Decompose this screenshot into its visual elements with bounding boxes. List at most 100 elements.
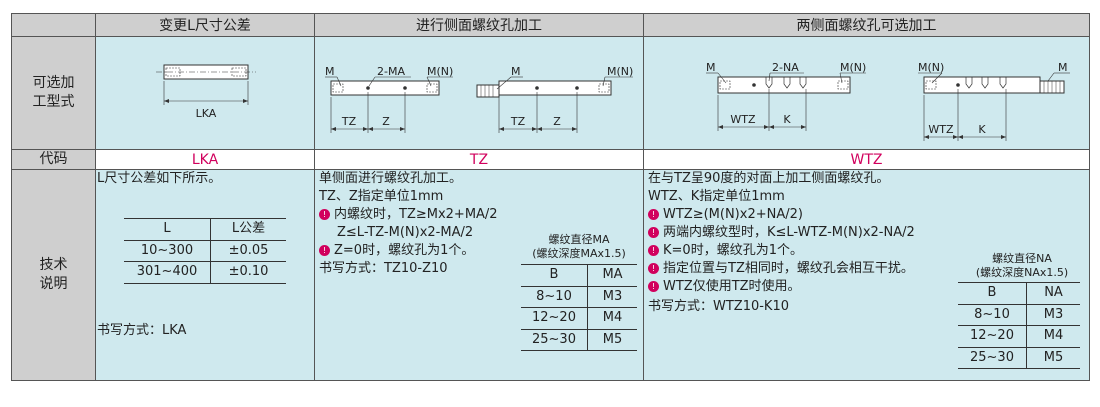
tz-cell: M5 bbox=[587, 329, 637, 351]
wtz-write: 书写方式：WTZ10-K10 bbox=[648, 299, 790, 314]
wtz-line4: ! 两端内螺纹型时，K≤L-WTZ-M(N)x2-NA/2 bbox=[648, 224, 915, 243]
wtz-left-wtz-label: WTZ bbox=[730, 113, 756, 126]
lka-intro: L尺寸公差如下所示。 bbox=[97, 171, 222, 186]
wtz-line1: 在与TZ呈90度的对面上加工侧面螺纹孔。 bbox=[648, 171, 890, 186]
wtz-left-m-label: M bbox=[706, 61, 716, 74]
tz-line1: 单侧面进行螺纹孔加工。 bbox=[319, 171, 463, 186]
tz-right-z-label: Z bbox=[553, 115, 561, 128]
wtz-right-wtz-label: WTZ bbox=[928, 123, 954, 136]
wtz-cell: M4 bbox=[1026, 325, 1080, 348]
lka-cell: 10~300 bbox=[124, 240, 211, 262]
wtz-line3: ! WTZ≥(M(N)x2+NA/2) bbox=[648, 206, 803, 225]
header-lka: 变更L尺寸公差 bbox=[95, 13, 315, 37]
row-label-options-line2: 工型式 bbox=[32, 94, 75, 110]
wtz-caption-line2: (螺纹深度NAx1.5) bbox=[975, 266, 1069, 279]
tz-right-mn-label: M(N) bbox=[607, 65, 633, 78]
lka-th-l: L bbox=[124, 218, 211, 241]
wtz-thread-table: B NA 8~10 M3 12~20 M4 25~30 M5 bbox=[958, 282, 1080, 369]
diagram-wtz-cell: M 2-NA M(N) WTZ K bbox=[643, 36, 1090, 150]
lka-cell: 301~400 bbox=[124, 261, 211, 284]
lka-th-tol: L公差 bbox=[210, 218, 286, 241]
warning-icon: ! bbox=[648, 245, 659, 256]
wtz-cell: 12~20 bbox=[958, 325, 1027, 348]
warning-icon: ! bbox=[319, 209, 330, 220]
desc-tz-cell: 单侧面进行螺纹孔加工。 TZ、Z指定单位1mm ! 内螺纹时，TZ≥Mx2+MA/… bbox=[314, 169, 644, 381]
row-label-code: 代码 bbox=[11, 149, 96, 170]
wtz-th-b: B bbox=[958, 282, 1027, 305]
wtz-line4-text: 两端内螺纹型时，K≤L-WTZ-M(N)x2-NA/2 bbox=[663, 225, 915, 240]
warning-icon: ! bbox=[648, 281, 659, 292]
row-label-tech: 技术 说明 bbox=[11, 169, 96, 381]
code-tz: TZ bbox=[314, 149, 644, 170]
tz-left-tz-label: TZ bbox=[341, 115, 357, 128]
wtz-line7: ! WTZ仅使用TZ时使用。 bbox=[648, 278, 801, 297]
wtz-2na-label: 2-NA bbox=[772, 61, 799, 74]
tz-cell: 12~20 bbox=[521, 307, 588, 330]
tz-line5-text: Z=0时，螺纹孔为1个。 bbox=[334, 243, 475, 258]
tz-cell: M3 bbox=[587, 286, 637, 308]
tz-left-m-label: M bbox=[325, 65, 335, 78]
wtz-line5: ! K=0时，螺纹孔为1个。 bbox=[648, 242, 803, 261]
warning-icon: ! bbox=[648, 227, 659, 238]
desc-wtz-cell: 在与TZ呈90度的对面上加工侧面螺纹孔。 WTZ、K指定单位1mm ! WTZ≥(… bbox=[643, 169, 1090, 381]
tz-cell: M4 bbox=[587, 307, 637, 330]
tz-cell: 8~10 bbox=[521, 286, 588, 308]
wtz-line7-text: WTZ仅使用TZ时使用。 bbox=[663, 279, 801, 294]
code-lka: LKA bbox=[95, 149, 315, 170]
tz-th-b: B bbox=[521, 264, 588, 287]
wtz-line3-text: WTZ≥(M(N)x2+NA/2) bbox=[663, 207, 803, 222]
wtz-line2: WTZ、K指定单位1mm bbox=[648, 189, 785, 204]
lka-cell: ±0.10 bbox=[210, 261, 286, 284]
tz-line4: Z≤L-TZ-M(N)x2-MA/2 bbox=[337, 225, 474, 240]
tz-th-ma: MA bbox=[587, 264, 637, 287]
diagram-lka: LKA bbox=[156, 64, 256, 120]
wtz-right-m-label: M bbox=[1058, 61, 1068, 74]
row-label-tech-line1: 技术 bbox=[39, 257, 68, 273]
wtz-left-mn-label: M(N) bbox=[840, 61, 866, 74]
tz-caption-line1: 螺纹直径MA bbox=[548, 233, 610, 246]
tz-2ma-label: 2-MA bbox=[377, 65, 405, 78]
wtz-line6: ! 指定位置与TZ相同时，螺纹孔会相互干扰。 bbox=[648, 260, 914, 279]
wtz-line6-text: 指定位置与TZ相同时，螺纹孔会相互干扰。 bbox=[663, 261, 914, 276]
diagram-lka-label: LKA bbox=[196, 107, 217, 120]
wtz-right-k-label: K bbox=[978, 123, 986, 136]
diagram-tz: M 2-MA M(N) TZ Z bbox=[325, 65, 633, 133]
warning-icon: ! bbox=[319, 245, 330, 256]
lka-write: 书写方式：LKA bbox=[97, 323, 187, 338]
row-label-options-line1: 可选加 bbox=[32, 75, 75, 91]
options-table: 变更L尺寸公差 进行侧面螺纹孔加工 两侧面螺纹孔可选加工 可选加 工型式 LKA bbox=[11, 13, 1090, 381]
tz-line3-text: 内螺纹时，TZ≥Mx2+MA/2 bbox=[334, 207, 498, 222]
spec-sheet: 变更L尺寸公差 进行侧面螺纹孔加工 两侧面螺纹孔可选加工 可选加 工型式 LKA bbox=[11, 13, 1090, 383]
wtz-left-k-label: K bbox=[783, 113, 791, 126]
tz-table-caption: 螺纹直径MA (螺纹深度MAx1.5) bbox=[521, 233, 637, 261]
diagram-tz-cell: M 2-MA M(N) TZ Z bbox=[314, 36, 644, 150]
tz-cell: 25~30 bbox=[521, 329, 588, 351]
row-label-options: 可选加 工型式 bbox=[11, 36, 96, 150]
tz-right-m-label: M bbox=[511, 65, 521, 78]
tz-right-tz-label: TZ bbox=[510, 115, 526, 128]
diagram-lka-cell: LKA bbox=[95, 36, 315, 150]
tz-caption-line2: (螺纹深度MAx1.5) bbox=[532, 247, 626, 260]
row-label-tech-line2: 说明 bbox=[39, 276, 68, 292]
wtz-line5-text: K=0时，螺纹孔为1个。 bbox=[663, 243, 803, 258]
wtz-table-caption: 螺纹直径NA (螺纹深度NAx1.5) bbox=[960, 252, 1084, 280]
corner-cell bbox=[11, 13, 96, 37]
warning-icon: ! bbox=[648, 209, 659, 220]
warning-icon: ! bbox=[648, 263, 659, 274]
tz-line5: ! Z=0时，螺纹孔为1个。 bbox=[319, 242, 474, 261]
wtz-cell: M5 bbox=[1026, 347, 1080, 369]
wtz-cell: 25~30 bbox=[958, 347, 1027, 369]
header-tz: 进行侧面螺纹孔加工 bbox=[314, 13, 644, 37]
tz-left-z-label: Z bbox=[382, 115, 390, 128]
desc-lka-cell: L尺寸公差如下所示。 L L公差 10~300 ±0.05 301~400 ±0… bbox=[95, 169, 315, 381]
tz-line2: TZ、Z指定单位1mm bbox=[319, 189, 444, 204]
wtz-right-mn-label: M(N) bbox=[918, 61, 944, 74]
tz-thread-table: B MA 8~10 M3 12~20 M4 25~30 M5 bbox=[521, 264, 637, 351]
diagram-wtz: M 2-NA M(N) WTZ K bbox=[706, 61, 1070, 141]
tz-left-mn-label: M(N) bbox=[427, 65, 453, 78]
wtz-cell: M3 bbox=[1026, 304, 1080, 326]
wtz-th-na: NA bbox=[1026, 282, 1080, 305]
header-wtz: 两侧面螺纹孔可选加工 bbox=[643, 13, 1090, 37]
wtz-caption-line1: 螺纹直径NA bbox=[992, 252, 1052, 265]
lka-tolerance-table: L L公差 10~300 ±0.05 301~400 ±0.10 bbox=[124, 218, 286, 284]
